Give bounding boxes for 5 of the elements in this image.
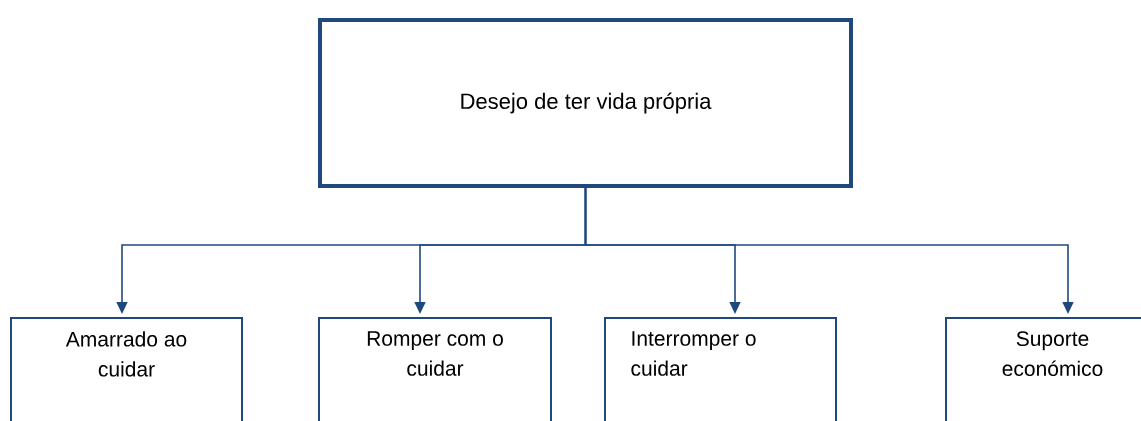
text-box: Amarrado ao cuidar [10,317,243,421]
text-box: Suporte económico [945,317,1141,421]
text-box: Romper com o cuidar [318,317,552,421]
text-box: Interromper o cuidar [604,317,837,421]
title-box: Desejo de ter vida própria [318,18,853,188]
